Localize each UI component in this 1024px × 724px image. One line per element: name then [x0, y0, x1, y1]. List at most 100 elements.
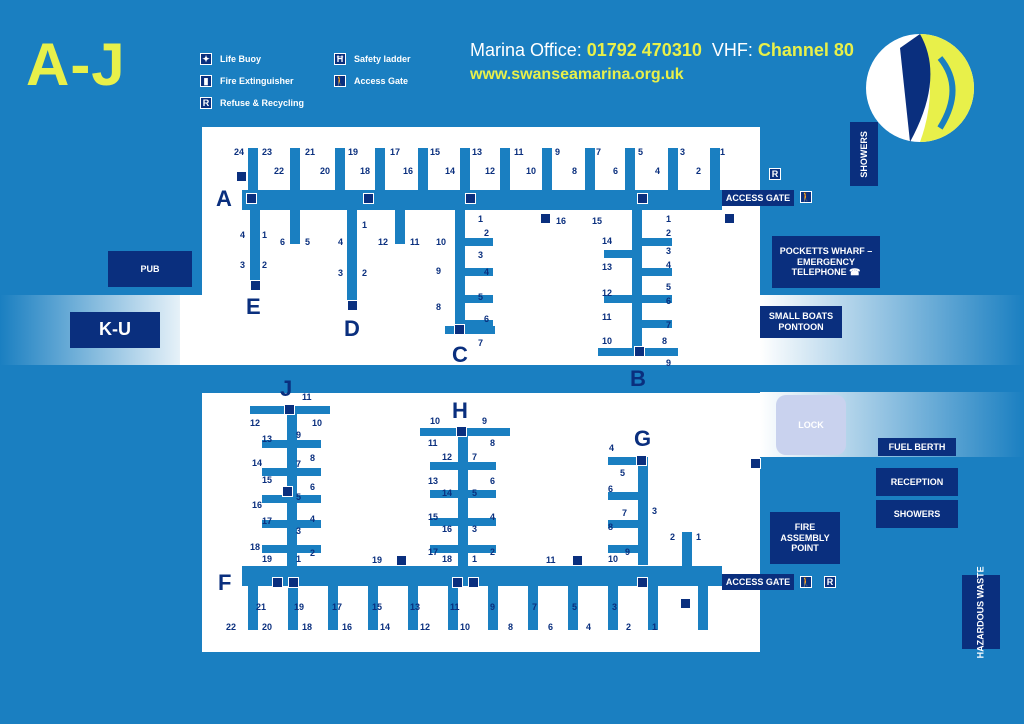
svg-text:5: 5	[305, 237, 310, 247]
safety-ladder-icon	[396, 555, 407, 566]
svg-text:10: 10	[430, 416, 440, 426]
legend-label: Safety ladder	[354, 54, 411, 64]
svg-text:4: 4	[484, 267, 489, 277]
life-buoy-icon	[637, 577, 648, 588]
fire-extinguisher-icon	[468, 577, 479, 588]
svg-text:13: 13	[262, 434, 272, 444]
svg-text:6: 6	[666, 296, 671, 306]
svg-text:6: 6	[490, 476, 495, 486]
svg-text:2: 2	[362, 268, 367, 278]
svg-text:11: 11	[302, 392, 312, 402]
legend-item-safety-ladder: Ħ Safety ladder	[334, 48, 464, 70]
map-title: A-J	[26, 31, 126, 98]
fire-extinguisher-icon	[634, 346, 645, 357]
svg-text:19: 19	[372, 555, 382, 565]
svg-text:8: 8	[608, 522, 613, 532]
svg-text:5: 5	[620, 468, 625, 478]
svg-text:20: 20	[262, 622, 272, 632]
safety-ladder-icon	[347, 300, 358, 311]
svg-text:2: 2	[262, 260, 267, 270]
office-phone: 01792 470310	[586, 40, 702, 60]
svg-text:17: 17	[332, 602, 342, 612]
marina-logo	[860, 28, 980, 148]
svg-text:10: 10	[526, 166, 536, 176]
svg-text:4: 4	[586, 622, 591, 632]
legend-item-life-buoy: ✦ Life Buoy	[200, 48, 330, 70]
svg-text:1: 1	[696, 532, 701, 542]
safety-ladder-icon: Ħ	[334, 53, 346, 65]
svg-text:17: 17	[390, 147, 400, 157]
life-buoy-icon: ✦	[200, 53, 212, 65]
svg-text:18: 18	[250, 542, 260, 552]
office-label: Marina Office:	[470, 40, 582, 60]
svg-text:1: 1	[296, 554, 301, 564]
svg-text:7: 7	[596, 147, 601, 157]
svg-text:3: 3	[666, 246, 671, 256]
svg-text:20: 20	[320, 166, 330, 176]
fire-extinguisher-icon	[246, 193, 257, 204]
svg-text:14: 14	[445, 166, 455, 176]
pier-label-c: C	[452, 342, 468, 367]
svg-text:13: 13	[602, 262, 612, 272]
svg-text:9: 9	[296, 430, 301, 440]
svg-text:15: 15	[592, 216, 602, 226]
svg-text:19: 19	[294, 602, 304, 612]
svg-text:17: 17	[428, 547, 438, 557]
ku-direction-button[interactable]: K-U	[70, 312, 160, 348]
svg-text:2: 2	[484, 228, 489, 238]
svg-text:12: 12	[485, 166, 495, 176]
svg-text:18: 18	[442, 554, 452, 564]
ku-label: K-U	[99, 319, 131, 340]
svg-text:16: 16	[252, 500, 262, 510]
access-gate-icon: 🚶	[800, 576, 812, 588]
svg-text:5: 5	[478, 292, 483, 302]
pub-label: PUB	[108, 251, 192, 287]
svg-text:3: 3	[472, 524, 477, 534]
access-gate-top[interactable]: ACCESS GATE	[722, 190, 794, 206]
land-strip	[180, 295, 202, 365]
svg-text:7: 7	[296, 459, 301, 469]
svg-text:6: 6	[613, 166, 618, 176]
svg-text:2: 2	[490, 547, 495, 557]
svg-text:11: 11	[514, 147, 524, 157]
lock-label: LOCK	[776, 395, 846, 455]
svg-text:1: 1	[472, 554, 477, 564]
legend-col2: Ħ Safety ladder 🚶 Access Gate	[334, 48, 464, 92]
svg-text:9: 9	[625, 547, 630, 557]
svg-text:3: 3	[680, 147, 685, 157]
access-gate-bottom[interactable]: ACCESS GATE	[722, 574, 794, 590]
svg-text:13: 13	[428, 476, 438, 486]
access-gate-icon: 🚶	[800, 191, 812, 203]
svg-text:1: 1	[362, 220, 367, 230]
svg-text:8: 8	[436, 302, 441, 312]
legend-label: Fire Extinguisher	[220, 76, 294, 86]
safety-ladder-icon	[572, 555, 583, 566]
svg-text:4: 4	[338, 237, 343, 247]
svg-text:6: 6	[548, 622, 553, 632]
pier-label-j: J	[280, 376, 293, 401]
svg-text:5: 5	[296, 492, 301, 502]
svg-text:15: 15	[372, 602, 382, 612]
pier-d	[347, 210, 357, 310]
svg-text:7: 7	[478, 338, 483, 348]
refuse-recycling-icon: R	[824, 576, 836, 588]
website-link[interactable]: www.swanseamarina.org.uk	[470, 66, 684, 83]
pocketts-wharf-label: POCKETTS WHARF – EMERGENCY TELEPHONE ☎	[772, 236, 880, 288]
svg-text:10: 10	[608, 554, 618, 564]
safety-ladder-icon	[724, 213, 735, 224]
pier-label-e: E	[246, 294, 261, 319]
svg-text:8: 8	[662, 336, 667, 346]
pier-label-b: B	[630, 366, 646, 391]
svg-text:2: 2	[670, 532, 675, 542]
svg-text:15: 15	[430, 147, 440, 157]
svg-text:12: 12	[250, 418, 260, 428]
vhf-channel: Channel 80	[757, 40, 854, 60]
life-buoy-icon	[452, 577, 463, 588]
svg-text:11: 11	[546, 555, 556, 565]
svg-text:10: 10	[312, 418, 322, 428]
svg-text:1: 1	[262, 230, 267, 240]
pier-label-a: A	[216, 186, 232, 211]
svg-text:11: 11	[450, 602, 460, 612]
svg-text:3: 3	[240, 260, 245, 270]
svg-text:10: 10	[436, 237, 446, 247]
